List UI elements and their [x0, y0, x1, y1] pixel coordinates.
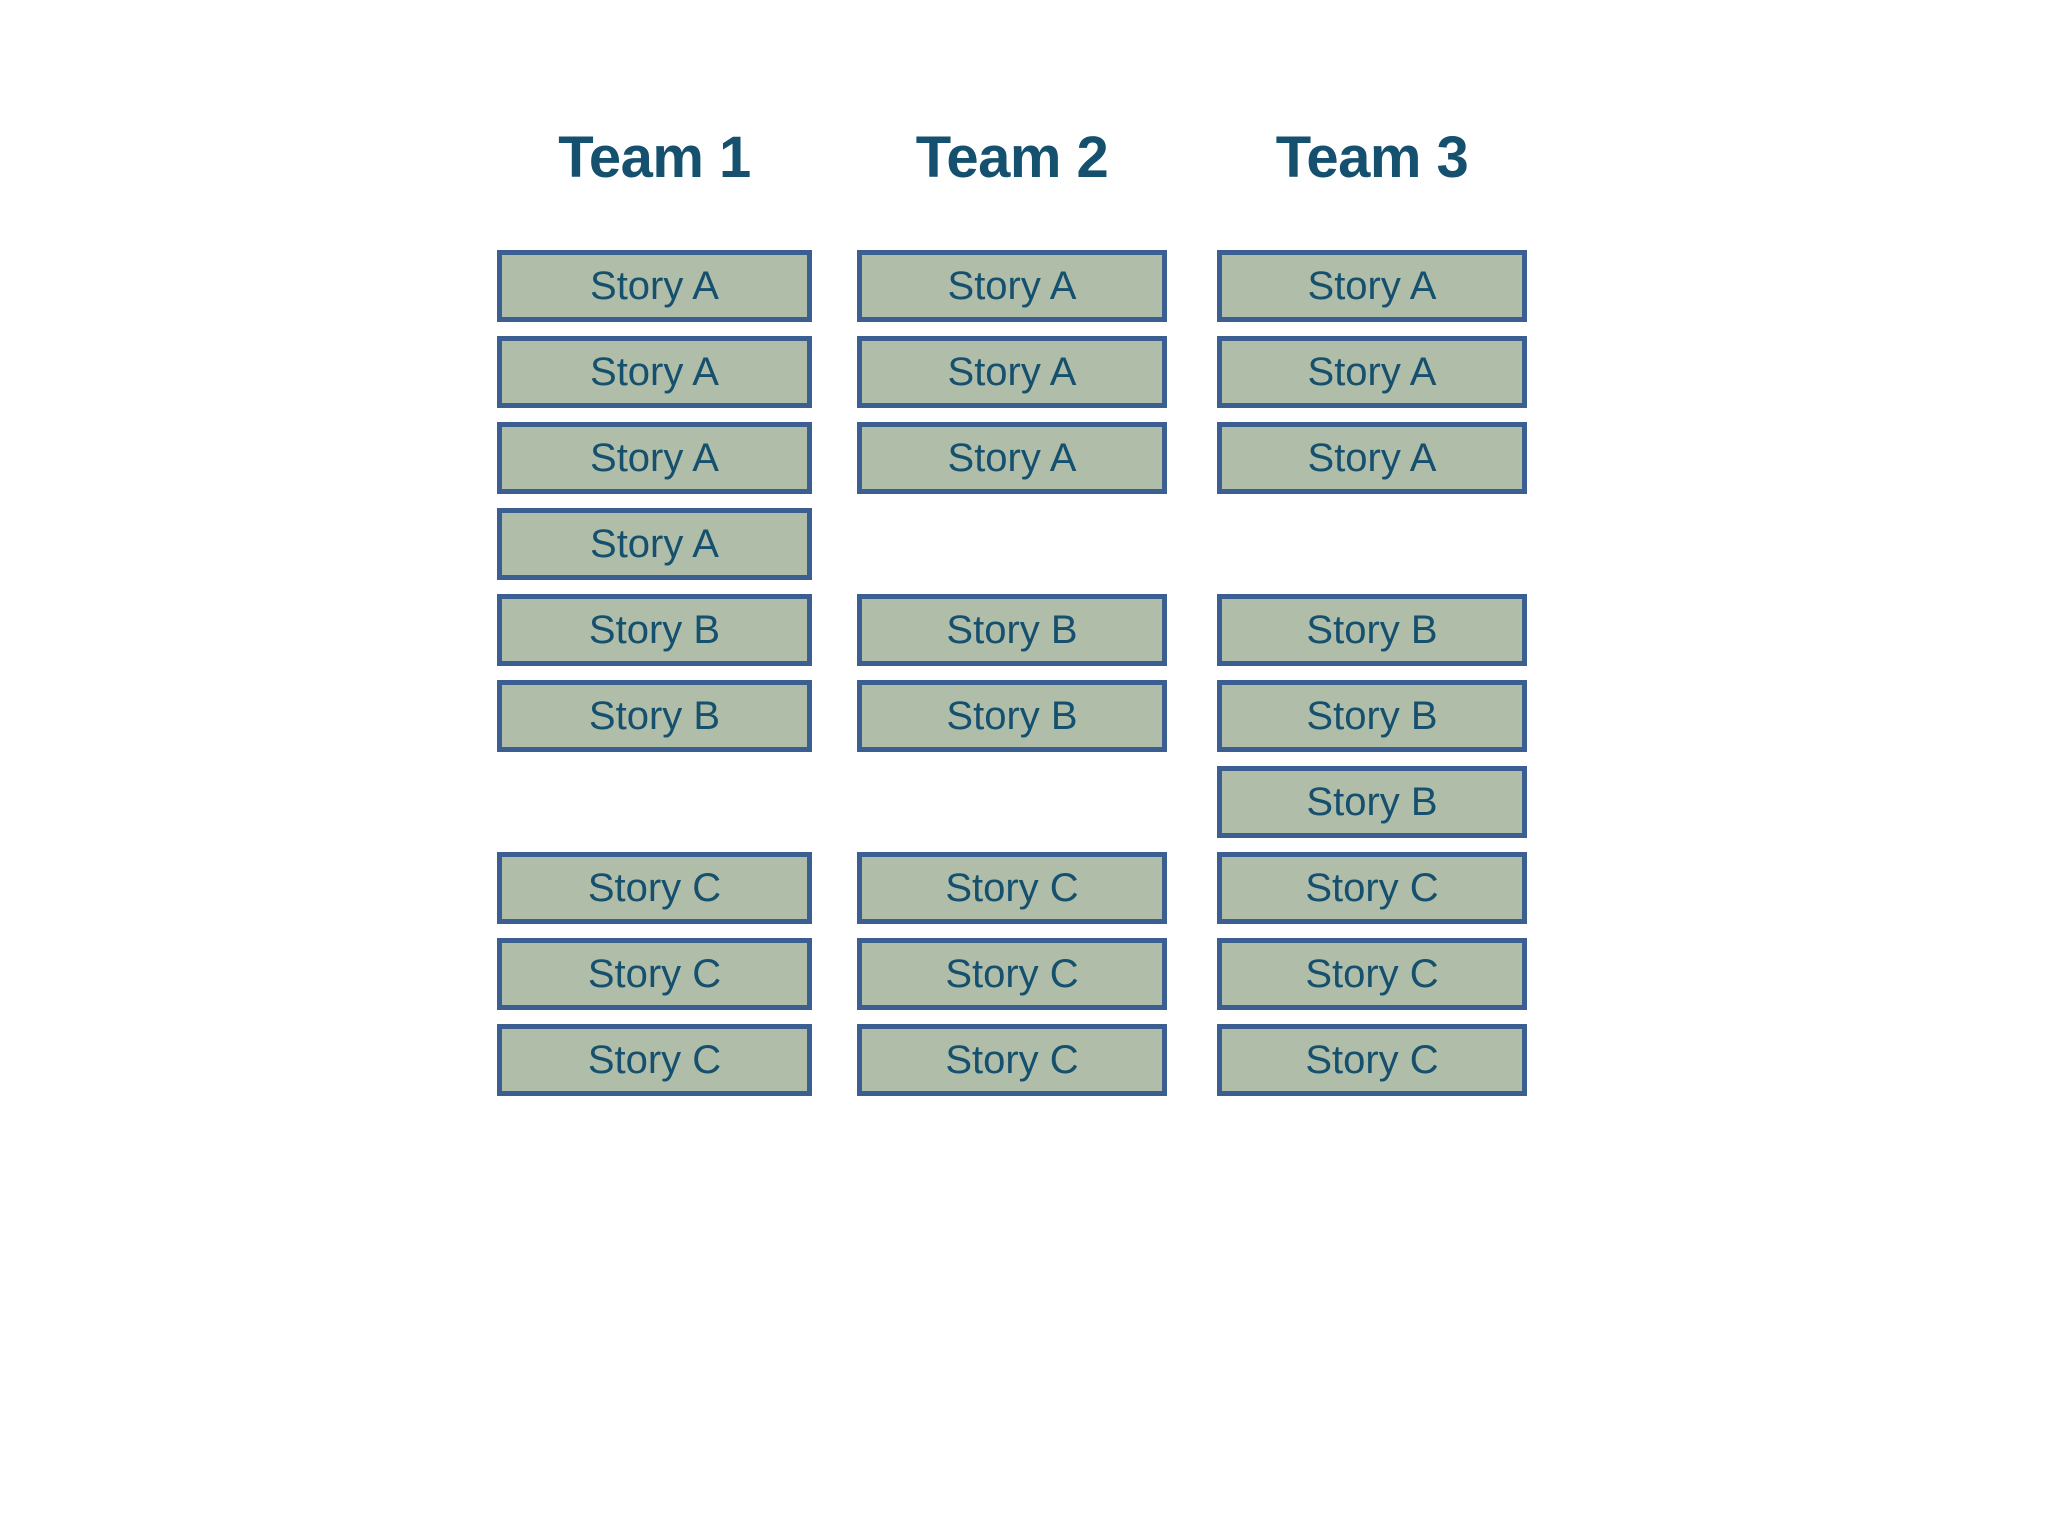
- story-card[interactable]: Story A: [857, 422, 1167, 494]
- story-card[interactable]: Story B: [497, 594, 812, 666]
- story-card[interactable]: Story C: [1217, 938, 1527, 1010]
- story-card[interactable]: Story C: [857, 938, 1167, 1010]
- story-card-label: Story A: [947, 436, 1077, 480]
- story-card-label: Story C: [945, 1038, 1079, 1082]
- story-card[interactable]: Story A: [497, 336, 812, 408]
- empty-slot: [857, 508, 1167, 580]
- story-card-label: Story C: [945, 866, 1079, 910]
- empty-slot: [1217, 508, 1527, 580]
- empty-slot: [497, 766, 812, 838]
- story-card[interactable]: Story C: [857, 852, 1167, 924]
- story-card-label: Story B: [946, 608, 1078, 652]
- story-card[interactable]: Story C: [857, 1024, 1167, 1096]
- story-card-label: Story B: [946, 694, 1078, 738]
- team-header-2: Team 2: [915, 125, 1109, 190]
- story-card-label: Story C: [945, 952, 1079, 996]
- story-card-label: Story B: [588, 694, 721, 738]
- story-card-label: Story C: [1305, 866, 1439, 910]
- story-card[interactable]: Story B: [497, 680, 812, 752]
- story-card-label: Story A: [590, 522, 719, 566]
- team-header-1: Team 1: [558, 125, 751, 190]
- story-card[interactable]: Story C: [497, 852, 812, 924]
- header-gap-1: [812, 118, 857, 198]
- story-card[interactable]: Story A: [1217, 336, 1527, 408]
- story-card-label: Story A: [590, 436, 719, 480]
- story-card[interactable]: Story B: [1217, 594, 1527, 666]
- story-card-label: Story B: [1306, 694, 1438, 738]
- story-card[interactable]: Story A: [1217, 250, 1527, 322]
- story-card-label: Story B: [1306, 608, 1438, 652]
- story-card-label: Story C: [587, 866, 722, 910]
- story-card-label: Story A: [590, 264, 719, 308]
- story-card[interactable]: Story C: [497, 938, 812, 1010]
- story-card[interactable]: Story B: [1217, 766, 1527, 838]
- story-card[interactable]: Story B: [857, 594, 1167, 666]
- story-card-label: Story A: [590, 350, 719, 394]
- team-column-1: Story A Story A Story A Story A Story B …: [497, 250, 812, 1096]
- story-card-label: Story C: [587, 1038, 722, 1082]
- team-header-3: Team 3: [1275, 125, 1469, 190]
- header-gap-2: [1167, 118, 1217, 198]
- team-column-2: Story A Story A Story A Story B Story B …: [857, 250, 1167, 1096]
- story-card-label: Story C: [587, 952, 722, 996]
- team-column-3: Story A Story A Story A Story B Story B …: [1217, 250, 1527, 1096]
- story-card[interactable]: Story B: [857, 680, 1167, 752]
- story-card-label: Story A: [1307, 264, 1437, 308]
- story-card[interactable]: Story A: [857, 250, 1167, 322]
- story-card[interactable]: Story C: [1217, 1024, 1527, 1096]
- story-card-label: Story B: [588, 608, 721, 652]
- story-card[interactable]: Story A: [497, 250, 812, 322]
- story-card-label: Story A: [1307, 436, 1437, 480]
- story-card-label: Story B: [1306, 780, 1438, 824]
- story-card[interactable]: Story A: [857, 336, 1167, 408]
- story-card-label: Story C: [1305, 1038, 1439, 1082]
- story-card[interactable]: Story C: [1217, 852, 1527, 924]
- column-gap-1: [812, 250, 857, 1096]
- story-card[interactable]: Story A: [497, 422, 812, 494]
- team-columns: Story A Story A Story A Story A Story B …: [497, 250, 1527, 1096]
- story-card[interactable]: Story B: [1217, 680, 1527, 752]
- story-card-label: Story A: [947, 264, 1077, 308]
- story-card-label: Story A: [1307, 350, 1437, 394]
- team-headers-row: Team 1 Team 2 Team 3: [497, 118, 1523, 198]
- story-card[interactable]: Story A: [1217, 422, 1527, 494]
- story-card[interactable]: Story C: [497, 1024, 812, 1096]
- story-card-label: Story A: [947, 350, 1077, 394]
- story-card[interactable]: Story A: [497, 508, 812, 580]
- story-card-label: Story C: [1305, 952, 1439, 996]
- column-gap-2: [1167, 250, 1217, 1096]
- empty-slot: [857, 766, 1167, 838]
